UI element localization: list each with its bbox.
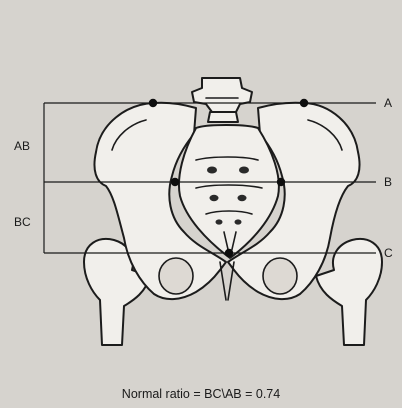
landmark-dot-a-right [300,99,308,107]
line-a-label: A [384,96,392,110]
landmark-dot-c [225,249,233,257]
left-obturator-foramen [159,258,193,294]
landmark-dot-b-right [277,178,285,186]
figure-caption: Normal ratio = BC\AB = 0.74 [0,387,402,401]
line-b-label: B [384,175,392,189]
line-c-label: C [384,246,393,260]
landmark-dot-a-left [149,99,157,107]
segment-bc-label: BC [14,215,31,229]
segment-ab-label: AB [14,139,30,153]
landmark-dot-b-left [171,178,179,186]
lumbar-vertebra [192,78,252,122]
right-obturator-foramen [263,258,297,294]
